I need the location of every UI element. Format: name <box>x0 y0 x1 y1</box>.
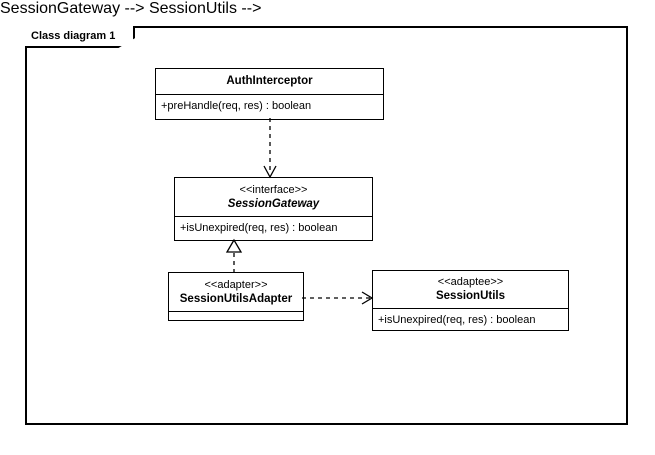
class-name-sessionutils: SessionUtils <box>435 290 506 302</box>
class-member: +isUnexpired(req, res) : boolean <box>180 222 338 234</box>
class-name-sessiongateway: SessionGateway <box>227 198 320 210</box>
class-stereotype-sessiongateway: <<interface>> <box>239 184 308 196</box>
class-header-authinterceptor: AuthInterceptor <box>156 69 383 94</box>
open-arrowhead-icon <box>361 291 374 305</box>
class-header-sessionutils: <<adaptee>> SessionUtils <box>373 271 568 308</box>
hollow-triangle-arrowhead-icon <box>225 238 243 253</box>
class-box-sessionutils[interactable]: <<adaptee>> SessionUtils +isUnexpired(re… <box>372 270 569 331</box>
class-box-sessionutilsadapter[interactable]: <<adapter>> SessionUtilsAdapter <box>168 272 304 321</box>
class-box-authinterceptor[interactable]: AuthInterceptor +preHandle(req, res) : b… <box>155 68 384 120</box>
open-arrowhead-icon <box>263 165 277 179</box>
diagram-frame-tab <box>25 26 135 48</box>
connector-dependency-authinterceptor-sessiongateway <box>260 118 280 180</box>
class-members-sessionutils: +isUnexpired(req, res) : boolean <box>373 308 568 332</box>
connector-dependency-sessionutilsadapter-sessionutils <box>302 289 376 307</box>
class-stereotype-sessionutils: <<adaptee>> <box>437 276 504 288</box>
class-header-sessionutilsadapter: <<adapter>> SessionUtilsAdapter <box>169 273 303 311</box>
class-members-sessiongateway: +isUnexpired(req, res) : boolean <box>175 216 372 240</box>
class-box-sessiongateway[interactable]: <<interface>> SessionGateway +isUnexpire… <box>174 177 373 241</box>
class-stereotype-sessionutilsadapter: <<adapter>> <box>204 279 268 291</box>
class-member: +isUnexpired(req, res) : boolean <box>378 314 536 326</box>
class-members-sessionutilsadapter <box>169 311 303 322</box>
class-members-authinterceptor: +preHandle(req, res) : boolean <box>156 94 383 118</box>
class-member: +preHandle(req, res) : boolean <box>161 100 312 112</box>
class-header-sessiongateway: <<interface>> SessionGateway <box>175 178 372 216</box>
class-name-authinterceptor: AuthInterceptor <box>226 75 313 87</box>
class-name-sessionutilsadapter: SessionUtilsAdapter <box>179 293 293 305</box>
diagram-frame-label: Class diagram 1 <box>31 30 116 42</box>
connector-realization-sessionutilsadapter-sessiongateway <box>222 238 248 273</box>
diagram-frame <box>25 26 628 425</box>
